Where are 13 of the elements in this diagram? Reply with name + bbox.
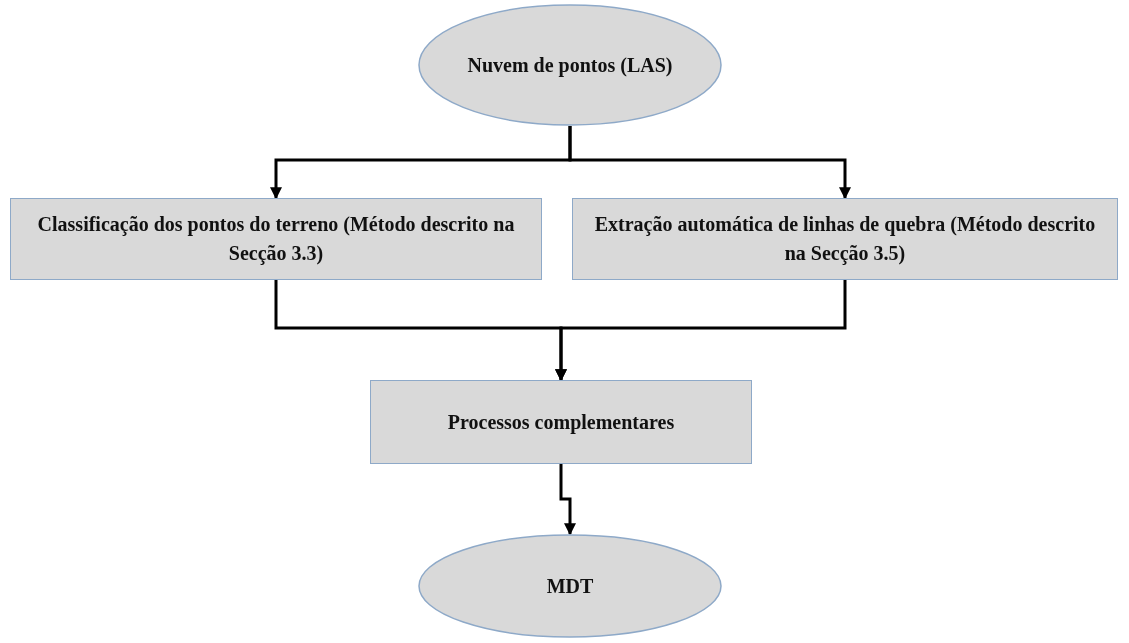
node-label: Processos complementares xyxy=(446,409,676,436)
node-label: MDT xyxy=(545,573,595,599)
process-box xyxy=(10,198,542,280)
arrow xyxy=(559,464,576,536)
arrow xyxy=(555,280,847,382)
node-label: Extração automática de linhas de quebra (Método descrito na Secção 3.5) xyxy=(593,212,1097,267)
end-ellipse xyxy=(418,534,722,638)
start-ellipse xyxy=(418,4,722,126)
node-label: Classificação dos pontos do terreno (Método descrito na Secção 3.3) xyxy=(36,212,516,267)
process-box xyxy=(572,198,1118,280)
arrow xyxy=(568,126,851,200)
node-label: Nuvem de pontos (LAS) xyxy=(466,52,674,79)
process-box xyxy=(370,380,752,464)
